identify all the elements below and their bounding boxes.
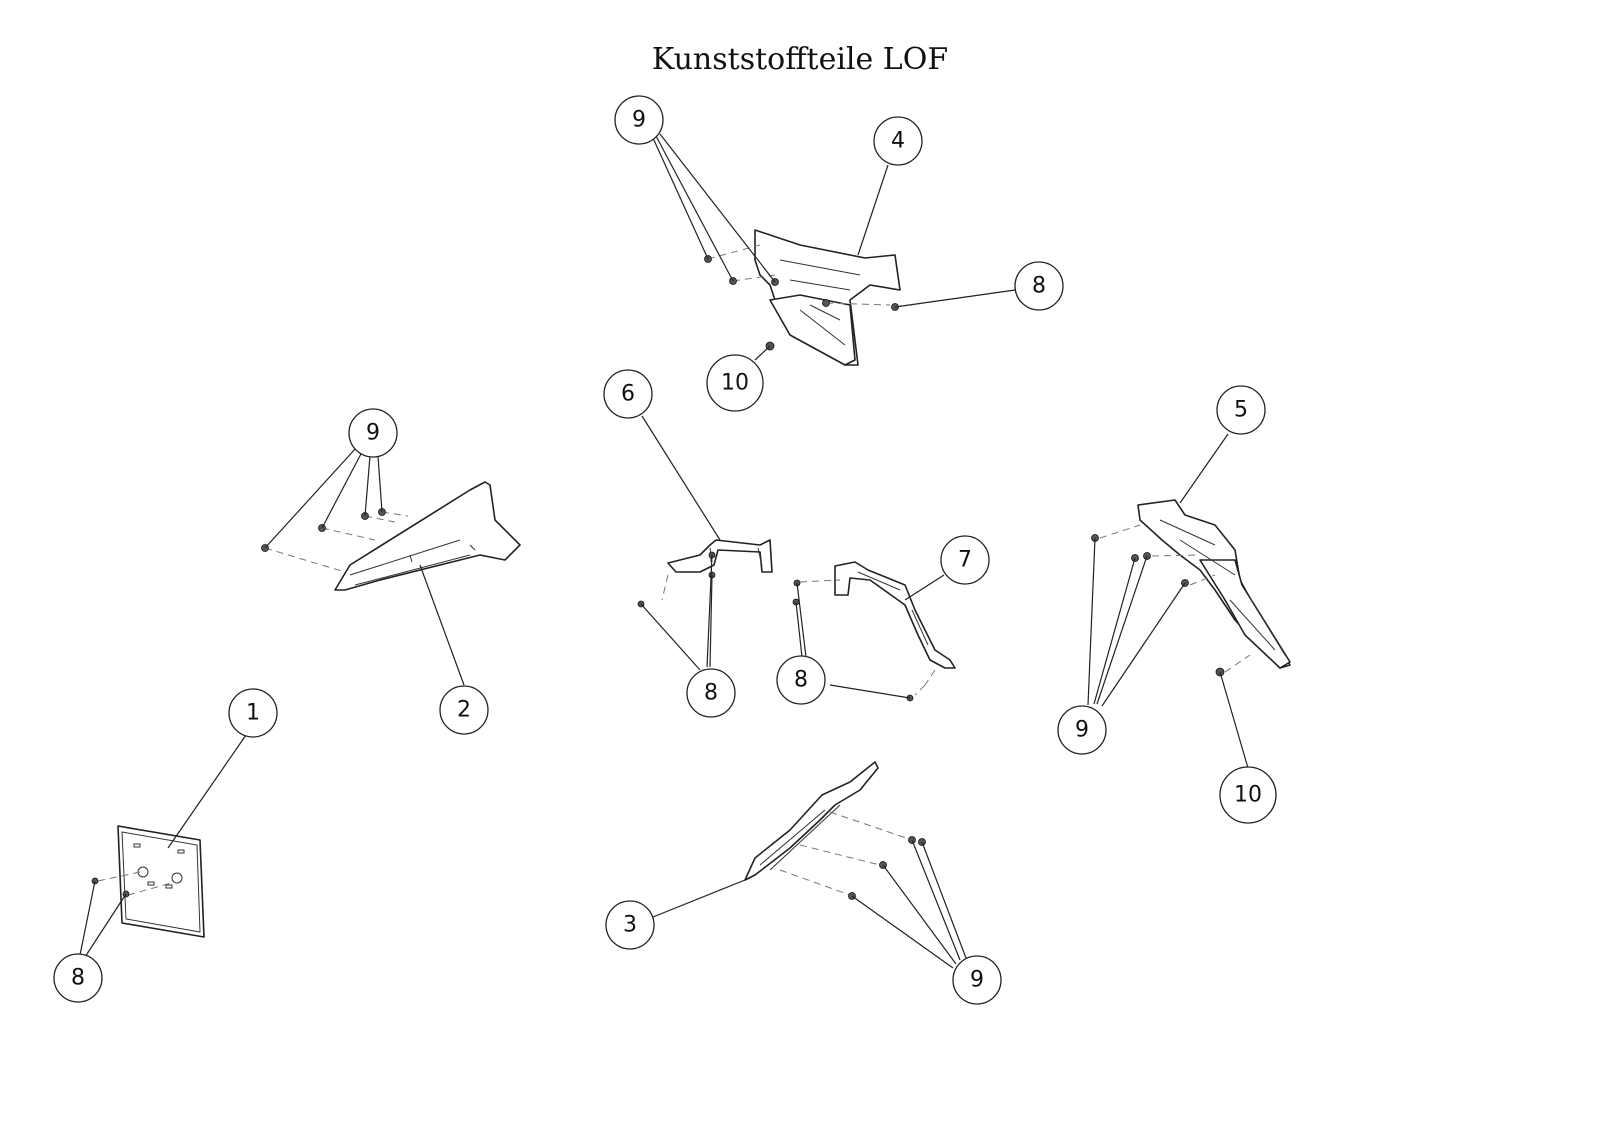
leader-lines <box>79 133 1249 969</box>
svg-text:10: 10 <box>721 371 749 396</box>
part-1-license-plate <box>117 825 205 938</box>
svg-text:3: 3 <box>623 913 637 938</box>
callout-10-right: 10 <box>1219 766 1277 824</box>
part-3-dashes <box>779 811 913 896</box>
part-2-side-cover <box>334 481 521 591</box>
callout-9-left: 9 <box>348 408 398 458</box>
svg-text:8: 8 <box>704 681 718 706</box>
svg-text:4: 4 <box>891 129 905 154</box>
svg-text:5: 5 <box>1234 398 1248 423</box>
part-3-lower-cover <box>744 761 879 881</box>
part-2-dashes <box>264 511 409 573</box>
callout-7: 7 <box>940 535 990 585</box>
part-7-bracket <box>834 561 956 669</box>
page-title: Kunststoffteile LOF <box>651 42 949 77</box>
part-1-dashes <box>97 871 176 896</box>
callout-8-bottom-left: 8 <box>53 953 103 1003</box>
part-6-bracket <box>667 539 773 573</box>
callout-4: 4 <box>873 116 923 166</box>
part-5-dashes <box>1099 524 1251 673</box>
part-7-dashes <box>799 579 936 696</box>
part-4-dashes <box>707 244 891 306</box>
callout-9-top: 9 <box>614 95 664 145</box>
callout-2: 2 <box>439 685 489 735</box>
svg-text:8: 8 <box>794 668 808 693</box>
callout-9-right: 9 <box>1057 705 1107 755</box>
callout-6: 6 <box>603 369 653 419</box>
part-5-rear-fender-right <box>1137 499 1291 669</box>
callout-10-top: 10 <box>706 354 764 412</box>
callout-3: 3 <box>605 900 655 950</box>
svg-text:8: 8 <box>71 966 85 991</box>
svg-text:2: 2 <box>457 698 471 723</box>
svg-text:8: 8 <box>1032 274 1046 299</box>
svg-text:9: 9 <box>1075 718 1089 743</box>
svg-text:9: 9 <box>366 421 380 446</box>
svg-text:7: 7 <box>958 548 972 573</box>
fasteners <box>91 255 1225 900</box>
callout-8-mid-left: 8 <box>686 668 736 718</box>
part-4-rear-fender-top <box>754 229 901 366</box>
svg-text:9: 9 <box>970 968 984 993</box>
callout-5: 5 <box>1216 385 1266 435</box>
svg-text:10: 10 <box>1234 783 1262 808</box>
svg-text:6: 6 <box>621 382 635 407</box>
svg-text:9: 9 <box>632 108 646 133</box>
callout-1: 1 <box>228 688 278 738</box>
callout-8-mid-right: 8 <box>776 655 826 705</box>
callout-9-bottom: 9 <box>952 955 1002 1005</box>
callout-8-top: 8 <box>1014 261 1064 311</box>
svg-text:1: 1 <box>246 701 260 726</box>
